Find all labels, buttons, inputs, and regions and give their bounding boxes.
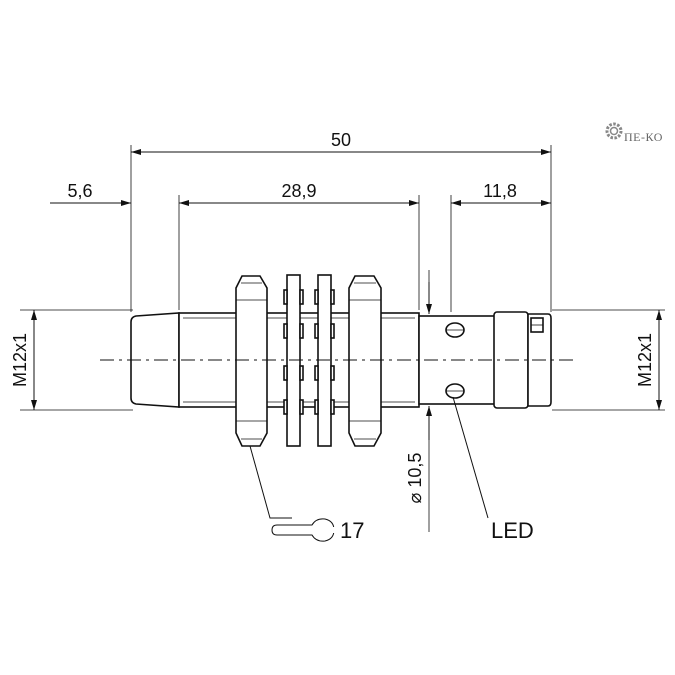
company-logo: ПЕ-КО <box>605 122 663 144</box>
hex-nut-left <box>235 275 268 447</box>
dim-thread-label: 28,9 <box>281 181 316 201</box>
dimension-lines <box>31 149 662 440</box>
dim-rear-label: 11,8 <box>483 181 517 201</box>
diameter-label: ⌀ 10,5 <box>405 453 425 504</box>
wrench-size-label: 17 <box>340 518 364 543</box>
dim-front-label: 5,6 <box>67 181 92 201</box>
led-window-top <box>445 322 465 338</box>
led-callout: LED <box>452 396 534 543</box>
thread-left-label: M12x1 <box>10 333 30 387</box>
logo-text: ПЕ-КО <box>624 130 663 144</box>
extension-lines <box>20 145 665 532</box>
gear-icon <box>605 122 623 140</box>
thread-right-label: M12x1 <box>635 333 655 387</box>
led-label: LED <box>491 518 534 543</box>
wrench-icon <box>271 518 335 542</box>
wrench-callout: 17 <box>249 445 364 543</box>
dim-overall-label: 50 <box>331 130 351 150</box>
led-window-bottom <box>445 383 465 399</box>
hex-nut-right <box>348 275 382 447</box>
